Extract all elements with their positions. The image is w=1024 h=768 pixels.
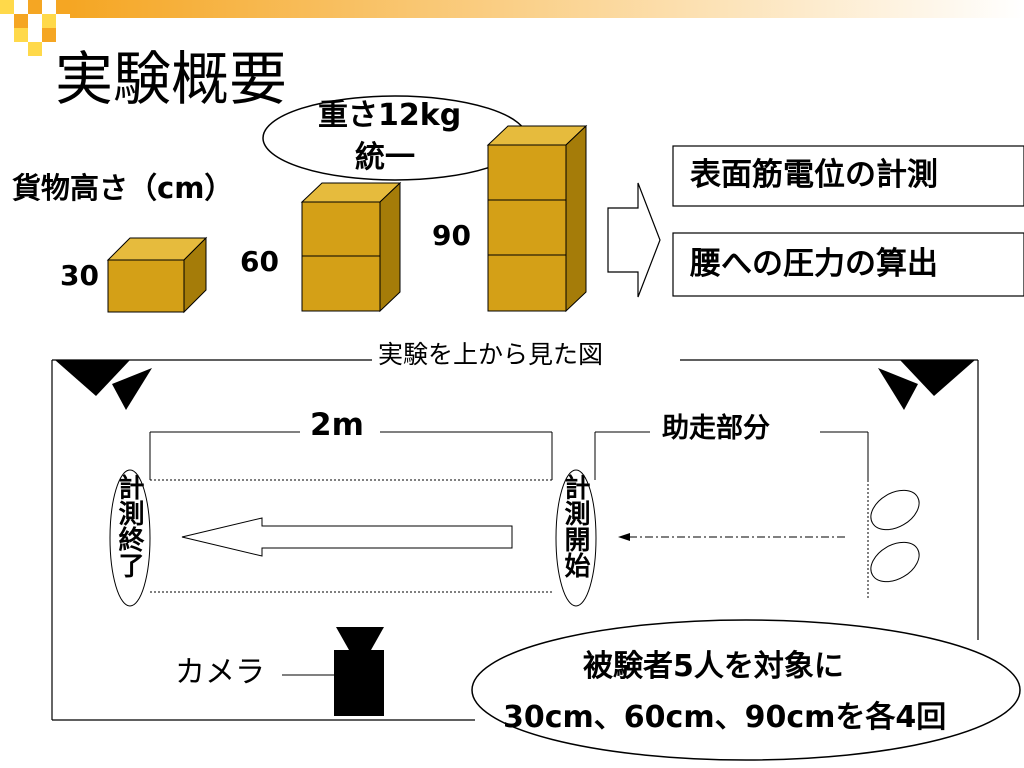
corner-marker-right: [878, 360, 975, 410]
output-box-emg: [672, 145, 1024, 207]
weight-note-line2: 統一: [355, 140, 415, 175]
measure-end-ellipse: [109, 469, 151, 607]
height-label-60: 60: [240, 245, 279, 278]
camera-icon: [282, 627, 384, 716]
output-emg-label: 表面筋電位の計測: [690, 157, 938, 193]
deco-square: [0, 0, 14, 14]
measure-start-ellipse: [555, 469, 597, 607]
header-decoration: [0, 0, 1024, 56]
camera-label: カメラ: [175, 655, 265, 690]
weight-note-line1: 重さ12kg: [318, 98, 462, 133]
runup-label: 助走部分: [662, 413, 770, 444]
corner-marker-left: [55, 360, 152, 410]
cargo-box-60: [300, 181, 402, 313]
output-box-pressure: [672, 232, 1024, 297]
deco-square: [42, 14, 56, 28]
header-gradient-bar: [70, 0, 1024, 18]
cargo-box-90: [486, 124, 588, 313]
deco-square: [42, 28, 56, 42]
conditions-line1: 被験者5人を対象に: [583, 649, 844, 684]
runup-bracket: [594, 431, 869, 480]
conditions-ellipse: [471, 619, 1021, 761]
height-label-90: 90: [432, 219, 471, 252]
output-pressure-label: 腰への圧力の算出: [690, 246, 938, 282]
deco-square: [56, 0, 70, 14]
footprints-icon: [870, 489, 920, 583]
deco-square: [14, 14, 28, 28]
slide-title: 実験概要: [55, 45, 288, 113]
topview-caption: 実験を上から見た図: [378, 340, 604, 369]
measure-end-label: 計測終了: [114, 474, 144, 578]
measurement-zone: [150, 479, 869, 600]
right-arrow-icon: [607, 182, 661, 298]
deco-square: [28, 0, 42, 14]
deco-square: [14, 28, 28, 42]
deco-square: [28, 42, 42, 56]
distance-bracket: [149, 431, 553, 480]
cargo-height-label: 貨物高さ（cm）: [12, 171, 234, 205]
walk-direction-arrow-icon: [181, 517, 513, 557]
runup-direction-arrow-icon: [618, 533, 845, 541]
cargo-box-30: [106, 236, 208, 314]
distance-label: 2m: [310, 407, 364, 443]
conditions-line2: 30cm、60cm、90cmを各4回: [503, 700, 947, 735]
height-label-30: 30: [60, 259, 99, 292]
measure-start-label: 計測開始: [560, 474, 590, 578]
